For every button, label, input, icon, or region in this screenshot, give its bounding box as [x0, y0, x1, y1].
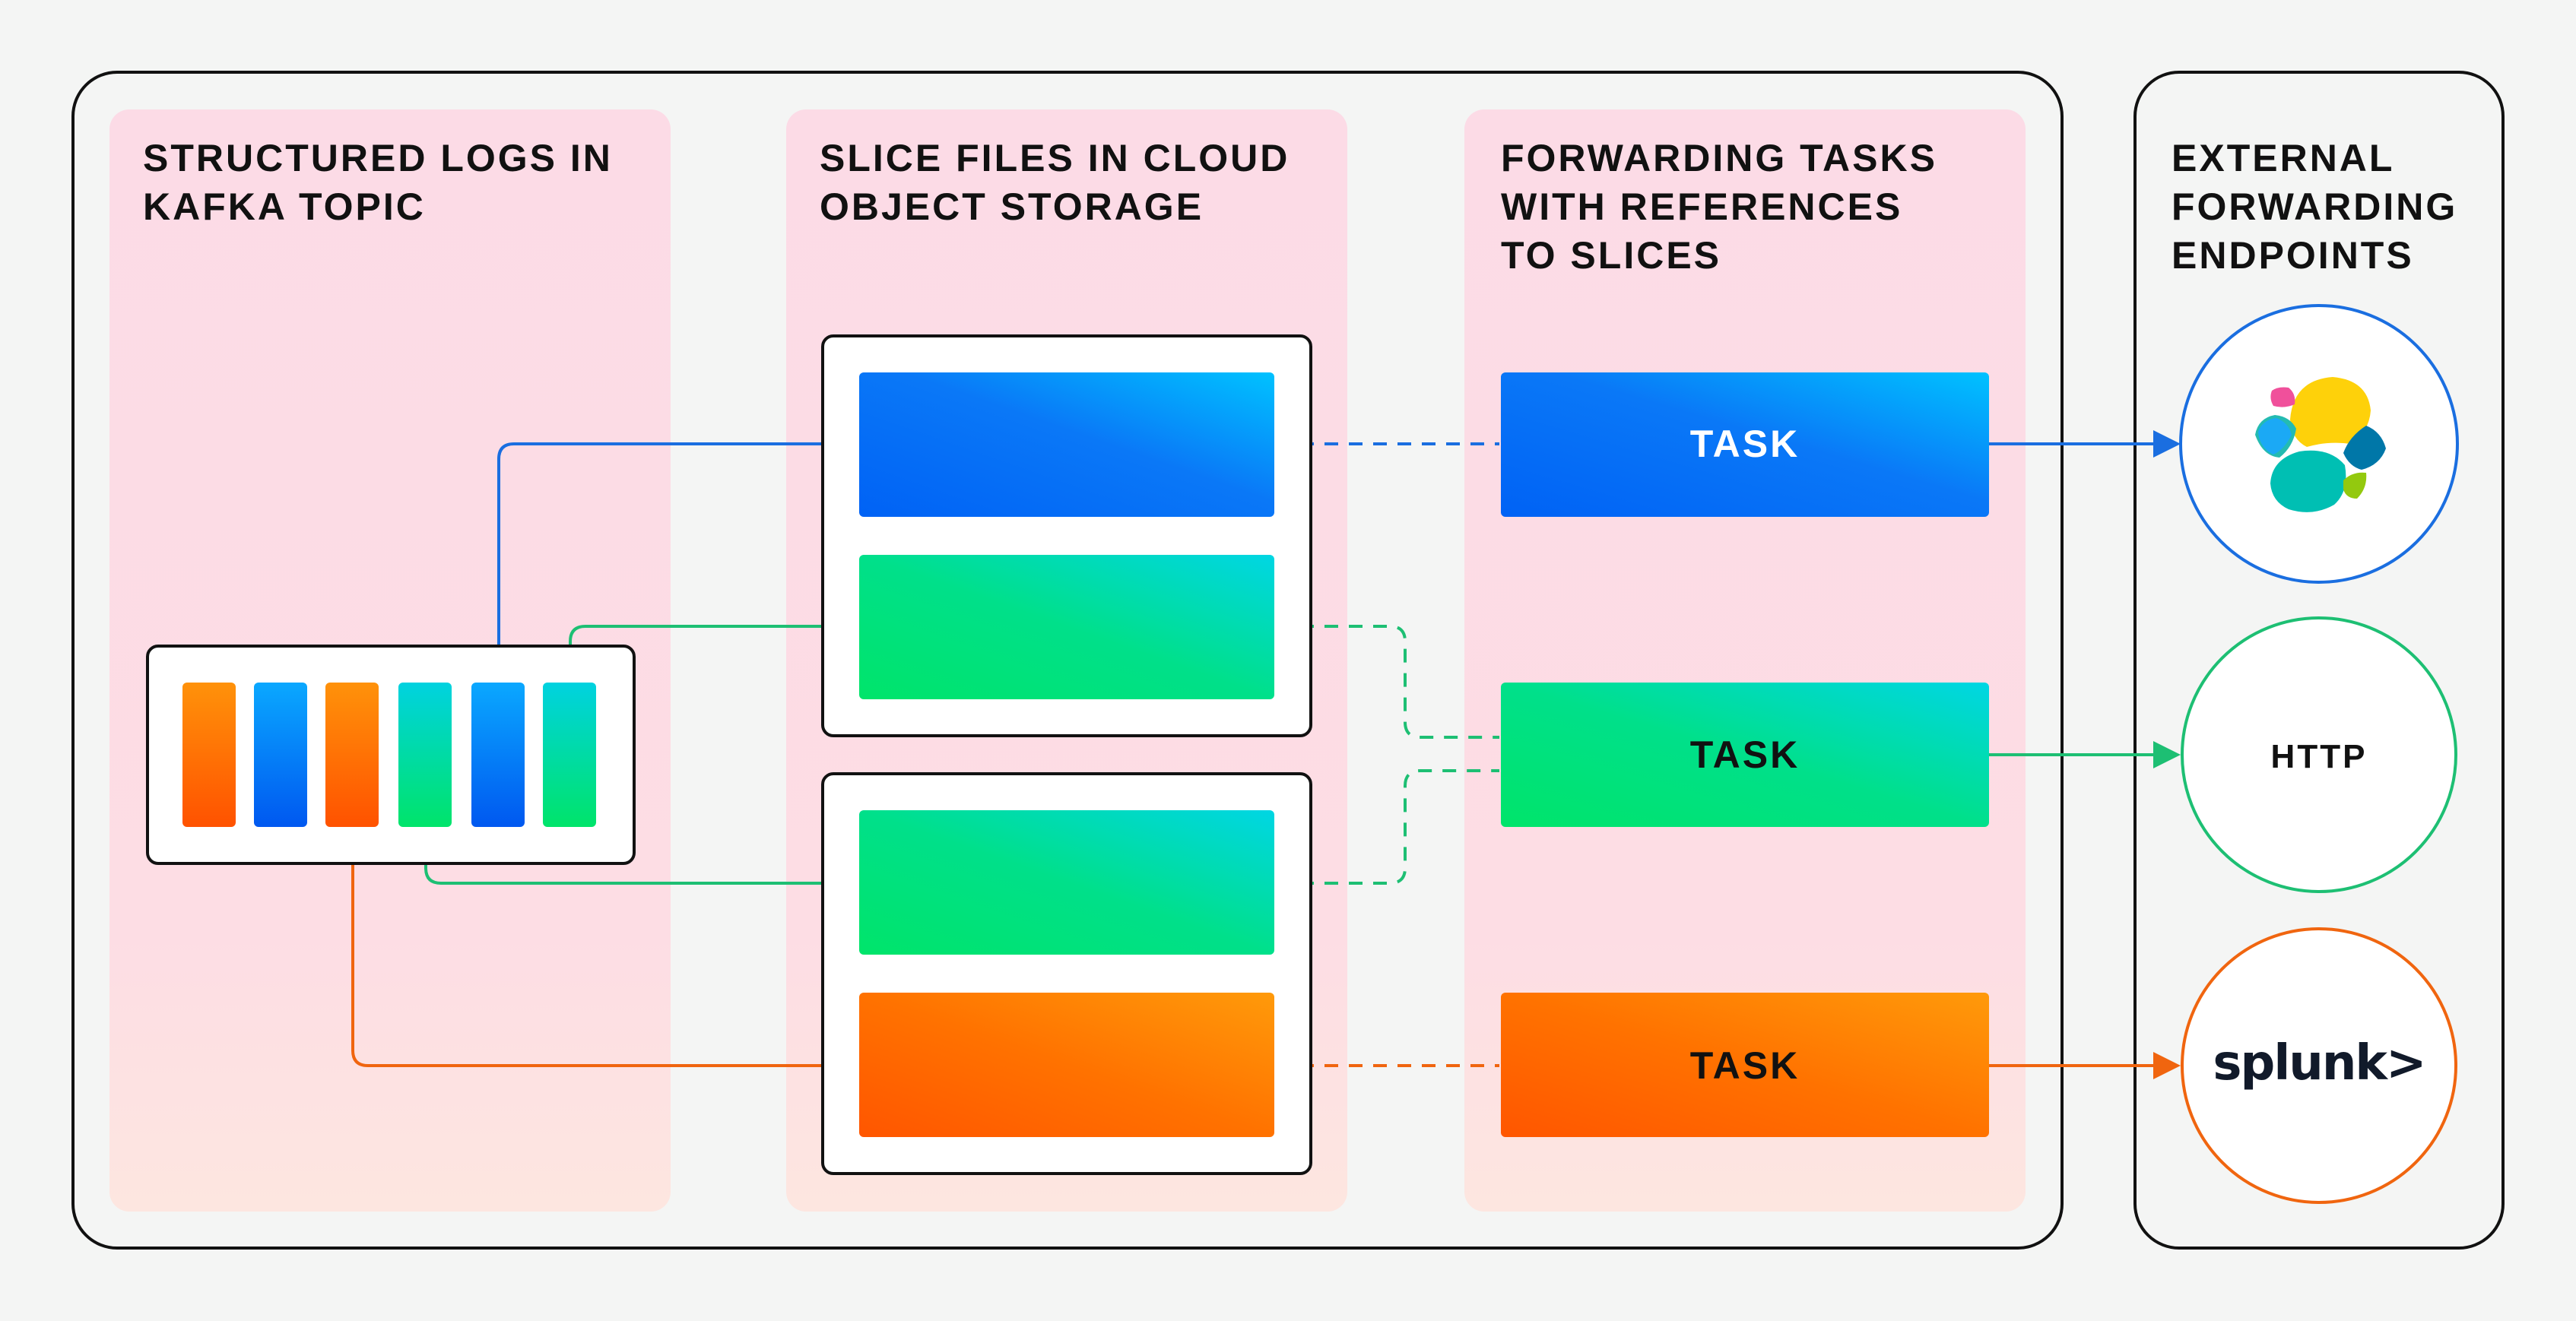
kafka-message-green-1: [398, 683, 452, 827]
endpoint-http-label: HTTP: [2271, 738, 2368, 775]
slice-green-2: [859, 810, 1274, 955]
link-blue-to-slice: [497, 442, 842, 683]
link-green-to-slice-2: [424, 827, 842, 885]
storage-title-line-1: SLICE FILES IN CLOUD: [820, 137, 1290, 179]
task-green: TASK: [1501, 683, 1989, 827]
endpoint-splunk: splunk>: [2181, 927, 2457, 1204]
kafka-message-blue-1: [254, 683, 307, 827]
endpoints-title-line-1: EXTERNAL: [2172, 137, 2395, 179]
slice-blue: [859, 372, 1274, 517]
dashed-link-green-1: [1276, 625, 1499, 739]
kafka-message-orange-1: [182, 683, 236, 827]
arrowhead-http: [2153, 741, 2181, 768]
endpoint-http-circle: [2181, 616, 2457, 893]
tasks-column-title: FORWARDING TASKS WITH REFERENCES TO SLIC…: [1501, 134, 1937, 280]
kafka-message-orange-2: [325, 683, 379, 827]
endpoints-title-line-3: ENDPOINTS: [2172, 234, 2414, 277]
endpoints-title-line-2: FORWARDING: [2172, 185, 2458, 228]
task-blue-box: [1501, 372, 1989, 517]
kafka-message-green-2: [543, 683, 596, 827]
kafka-message-blue-2: [471, 683, 525, 827]
slice-orange: [859, 993, 1274, 1137]
splunk-logo-icon: splunk>: [2213, 1035, 2425, 1091]
tasks-title-line-2: WITH REFERENCES: [1501, 185, 1903, 228]
endpoint-elastic: [2179, 304, 2459, 584]
task-blue: TASK: [1501, 372, 1989, 517]
kafka-column-title: STRUCTURED LOGS IN KAFKA TOPIC: [143, 134, 613, 231]
task-orange-box: [1501, 993, 1989, 1137]
kafka-title-line-1: STRUCTURED LOGS IN: [143, 137, 613, 179]
dashed-link-green-2: [1276, 769, 1499, 885]
link-orange-to-slice: [351, 827, 842, 1067]
endpoint-http: HTTP: [2181, 616, 2457, 893]
task-blue-label: TASK: [1690, 423, 1800, 465]
main-container: [71, 71, 2064, 1250]
task-orange-label: TASK: [1690, 1044, 1800, 1087]
task-orange: TASK: [1501, 993, 1989, 1137]
storage-title-line-2: OBJECT STORAGE: [820, 185, 1204, 228]
kafka-title-line-2: KAFKA TOPIC: [143, 185, 426, 228]
tasks-title-line-1: FORWARDING TASKS: [1501, 137, 1937, 179]
arrowhead-splunk: [2153, 1052, 2181, 1079]
link-green-to-slice-1: [569, 625, 842, 683]
task-green-box: [1501, 683, 1989, 827]
endpoint-splunk-circle: [2181, 927, 2457, 1204]
kafka-messages: [182, 683, 596, 827]
endpoints-column-title: EXTERNAL FORWARDING ENDPOINTS: [2172, 134, 2457, 280]
storage-column-title: SLICE FILES IN CLOUD OBJECT STORAGE: [820, 134, 1290, 231]
slice-green-1: [859, 555, 1274, 699]
tasks-title-line-3: TO SLICES: [1501, 234, 1722, 277]
arrowhead-elastic: [2153, 430, 2181, 458]
endpoints-container: [2133, 71, 2505, 1250]
elastic-logo-icon: [2255, 377, 2386, 512]
task-green-label: TASK: [1690, 733, 1800, 776]
